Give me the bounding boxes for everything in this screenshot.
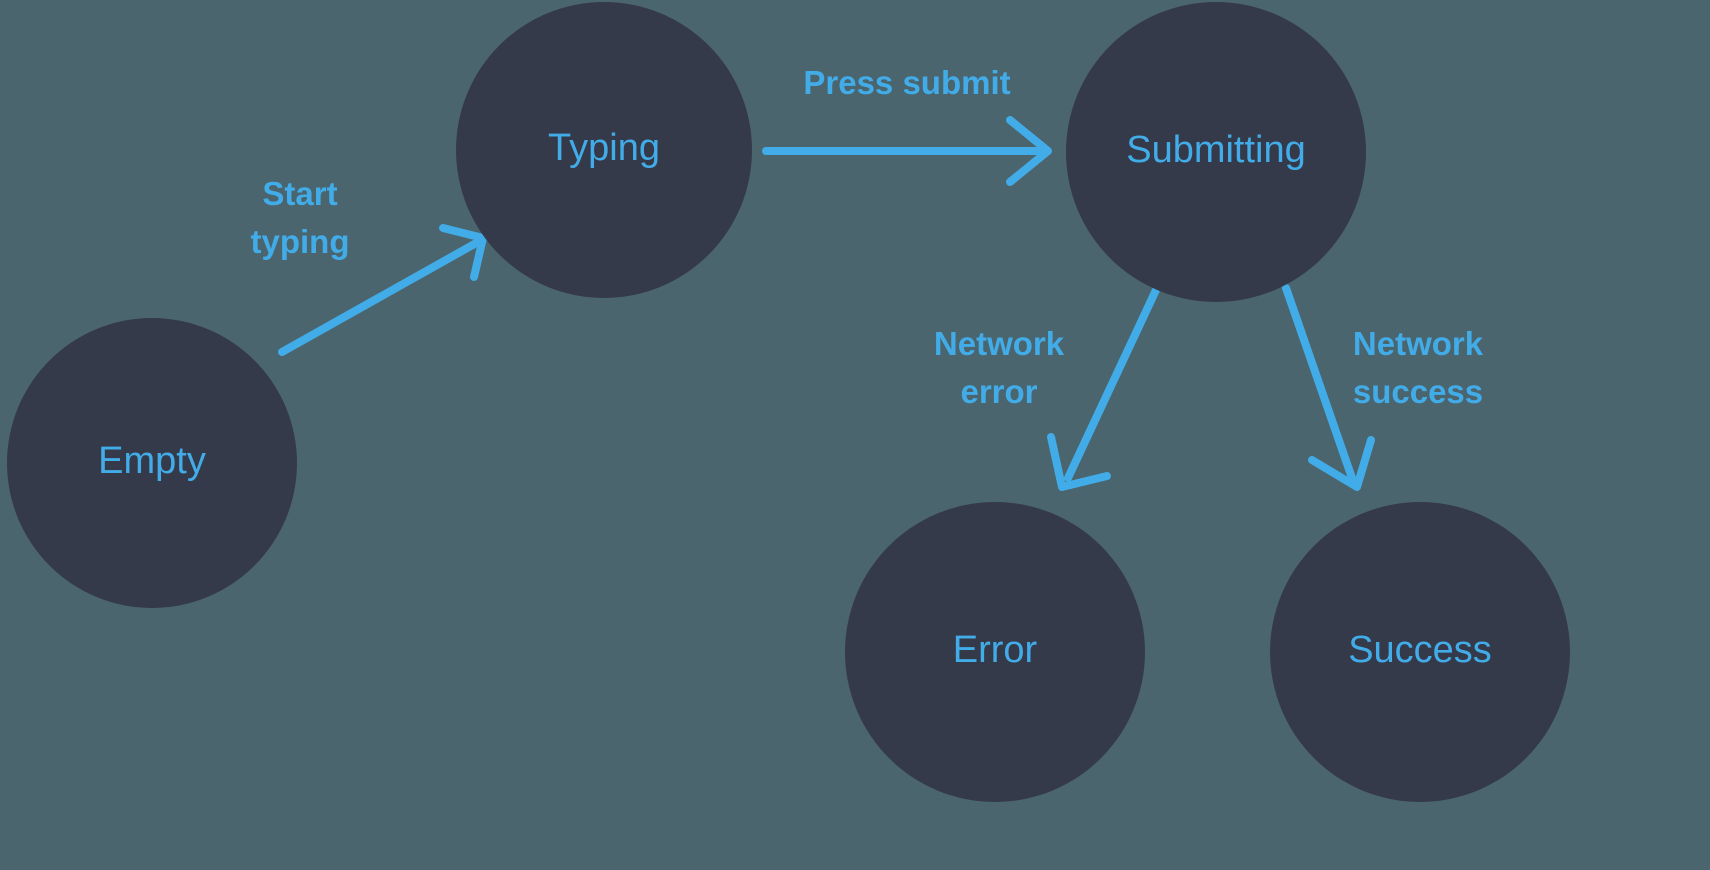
node-submitting-label: Submitting (1126, 129, 1306, 171)
node-empty-circle[interactable] (7, 318, 297, 608)
node-submitting[interactable]: Submitting (1066, 2, 1366, 302)
node-empty[interactable]: Empty (7, 318, 297, 608)
node-success[interactable]: Success (1270, 502, 1570, 802)
node-error-label: Error (953, 629, 1038, 671)
edge-label-network-success-line1: Network (1353, 325, 1484, 362)
edge-label-network-error-line2: error (960, 373, 1037, 410)
node-typing-label: Typing (548, 127, 660, 169)
edge-label-press-submit-line1: Press submit (803, 64, 1010, 101)
node-submitting-circle[interactable] (1066, 2, 1366, 302)
node-typing-circle[interactable] (456, 2, 752, 298)
edge-label-press-submit: Press submit (803, 64, 1010, 101)
node-empty-label: Empty (98, 440, 206, 482)
edge-submitting-to-success-line (1282, 284, 1356, 482)
edge-empty-to-typing-arrowhead (439, 224, 487, 281)
edge-submitting-to-success-arrowhead (1308, 436, 1375, 491)
edge-submitting-to-error (1047, 286, 1160, 491)
node-typing[interactable]: Typing (456, 2, 752, 298)
edge-label-network-success-line2: success (1353, 373, 1483, 410)
edge-typing-to-submitting-arrowhead (1006, 116, 1052, 186)
node-error-circle[interactable] (845, 502, 1145, 802)
edge-label-network-error: Network error (934, 325, 1065, 410)
node-success-label: Success (1348, 629, 1492, 671)
edge-label-start-typing-line2: typing (251, 223, 350, 260)
edge-label-network-error-line1: Network (934, 325, 1065, 362)
edge-label-start-typing: Start typing (251, 175, 350, 260)
node-success-circle[interactable] (1270, 502, 1570, 802)
edge-submitting-to-success (1282, 284, 1375, 491)
edge-submitting-to-error-arrowhead (1047, 433, 1111, 491)
edge-submitting-to-error-line (1064, 286, 1160, 482)
node-error[interactable]: Error (845, 502, 1145, 802)
edge-empty-to-typing-line (278, 238, 482, 356)
edge-label-network-success: Network success (1353, 325, 1484, 410)
edge-typing-to-submitting (762, 116, 1052, 186)
edge-empty-to-typing (278, 224, 487, 356)
edge-label-start-typing-line1: Start (262, 175, 337, 212)
